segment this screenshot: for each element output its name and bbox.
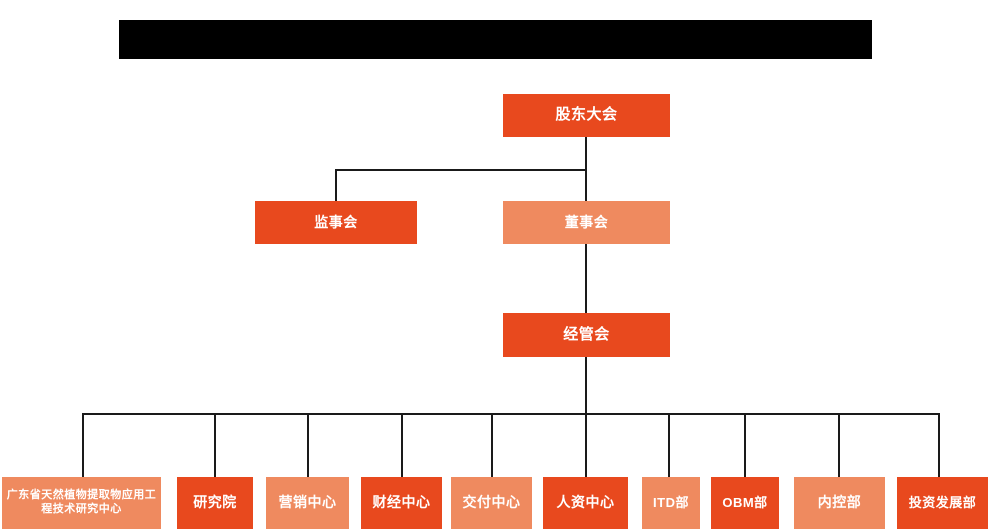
dept-label-internal-control: 内控部 xyxy=(817,494,862,511)
dept-box-engineering-research-center[interactable]: 广东省天然植物提取物应用工程技术研究中心 xyxy=(2,477,161,529)
dept-label-marketing-center: 营销中心 xyxy=(278,494,337,511)
dept-box-itd[interactable]: ITD部 xyxy=(642,477,700,529)
connector-management-stem xyxy=(585,357,587,414)
connector-dept-stem-5 xyxy=(491,413,493,477)
connector-directors-drop xyxy=(585,169,587,204)
dept-label-engineering-research-center: 广东省天然植物提取物应用工程技术研究中心 xyxy=(6,489,157,515)
dept-box-hr-center[interactable]: 人资中心 xyxy=(543,477,628,529)
dept-label-research-institute: 研究院 xyxy=(193,494,237,511)
node-board-of-supervisors-label: 监事会 xyxy=(314,213,358,230)
dept-label-finance-center: 财经中心 xyxy=(372,494,431,511)
dept-label-delivery-center: 交付中心 xyxy=(462,494,521,511)
connector-department-bus xyxy=(82,413,939,415)
dept-box-delivery-center[interactable]: 交付中心 xyxy=(451,477,532,529)
connector-dept-stem-8 xyxy=(744,413,746,477)
dept-box-research-institute[interactable]: 研究院 xyxy=(177,477,253,529)
connector-dept-stem-9 xyxy=(838,413,840,477)
dept-label-obm: OBM部 xyxy=(722,494,768,510)
dept-label-investment-development: 投资发展部 xyxy=(908,494,977,510)
node-management-committee-label: 经管会 xyxy=(563,325,610,343)
connector-shareholders-stem xyxy=(585,137,587,171)
connector-dept-stem-6 xyxy=(585,413,587,477)
dept-label-itd: ITD部 xyxy=(653,494,689,510)
dept-box-investment-development[interactable]: 投资发展部 xyxy=(897,477,988,529)
connector-dept-stem-2 xyxy=(214,413,216,477)
connector-directors-to-management xyxy=(585,242,587,313)
connector-dept-stem-10 xyxy=(938,413,940,477)
connector-dept-stem-7 xyxy=(668,413,670,477)
redacted-title-bar xyxy=(119,20,872,59)
connector-supervisors-drop xyxy=(335,169,337,204)
node-shareholders-meeting-label: 股东大会 xyxy=(555,106,618,124)
node-shareholders-meeting[interactable]: 股东大会 xyxy=(503,94,670,137)
connector-dept-stem-4 xyxy=(401,413,403,477)
dept-label-hr-center: 人资中心 xyxy=(556,494,615,511)
dept-box-internal-control[interactable]: 内控部 xyxy=(794,477,885,529)
node-management-committee[interactable]: 经管会 xyxy=(503,313,670,357)
dept-box-marketing-center[interactable]: 营销中心 xyxy=(266,477,349,529)
node-board-of-directors[interactable]: 董事会 xyxy=(503,201,670,244)
node-board-of-supervisors[interactable]: 监事会 xyxy=(255,201,417,244)
dept-box-finance-center[interactable]: 财经中心 xyxy=(361,477,442,529)
connector-dept-stem-3 xyxy=(307,413,309,477)
node-board-of-directors-label: 董事会 xyxy=(564,213,609,230)
dept-box-obm[interactable]: OBM部 xyxy=(711,477,779,529)
connector-dept-stem-1 xyxy=(82,413,84,477)
connector-shareholders-bus xyxy=(335,169,587,171)
